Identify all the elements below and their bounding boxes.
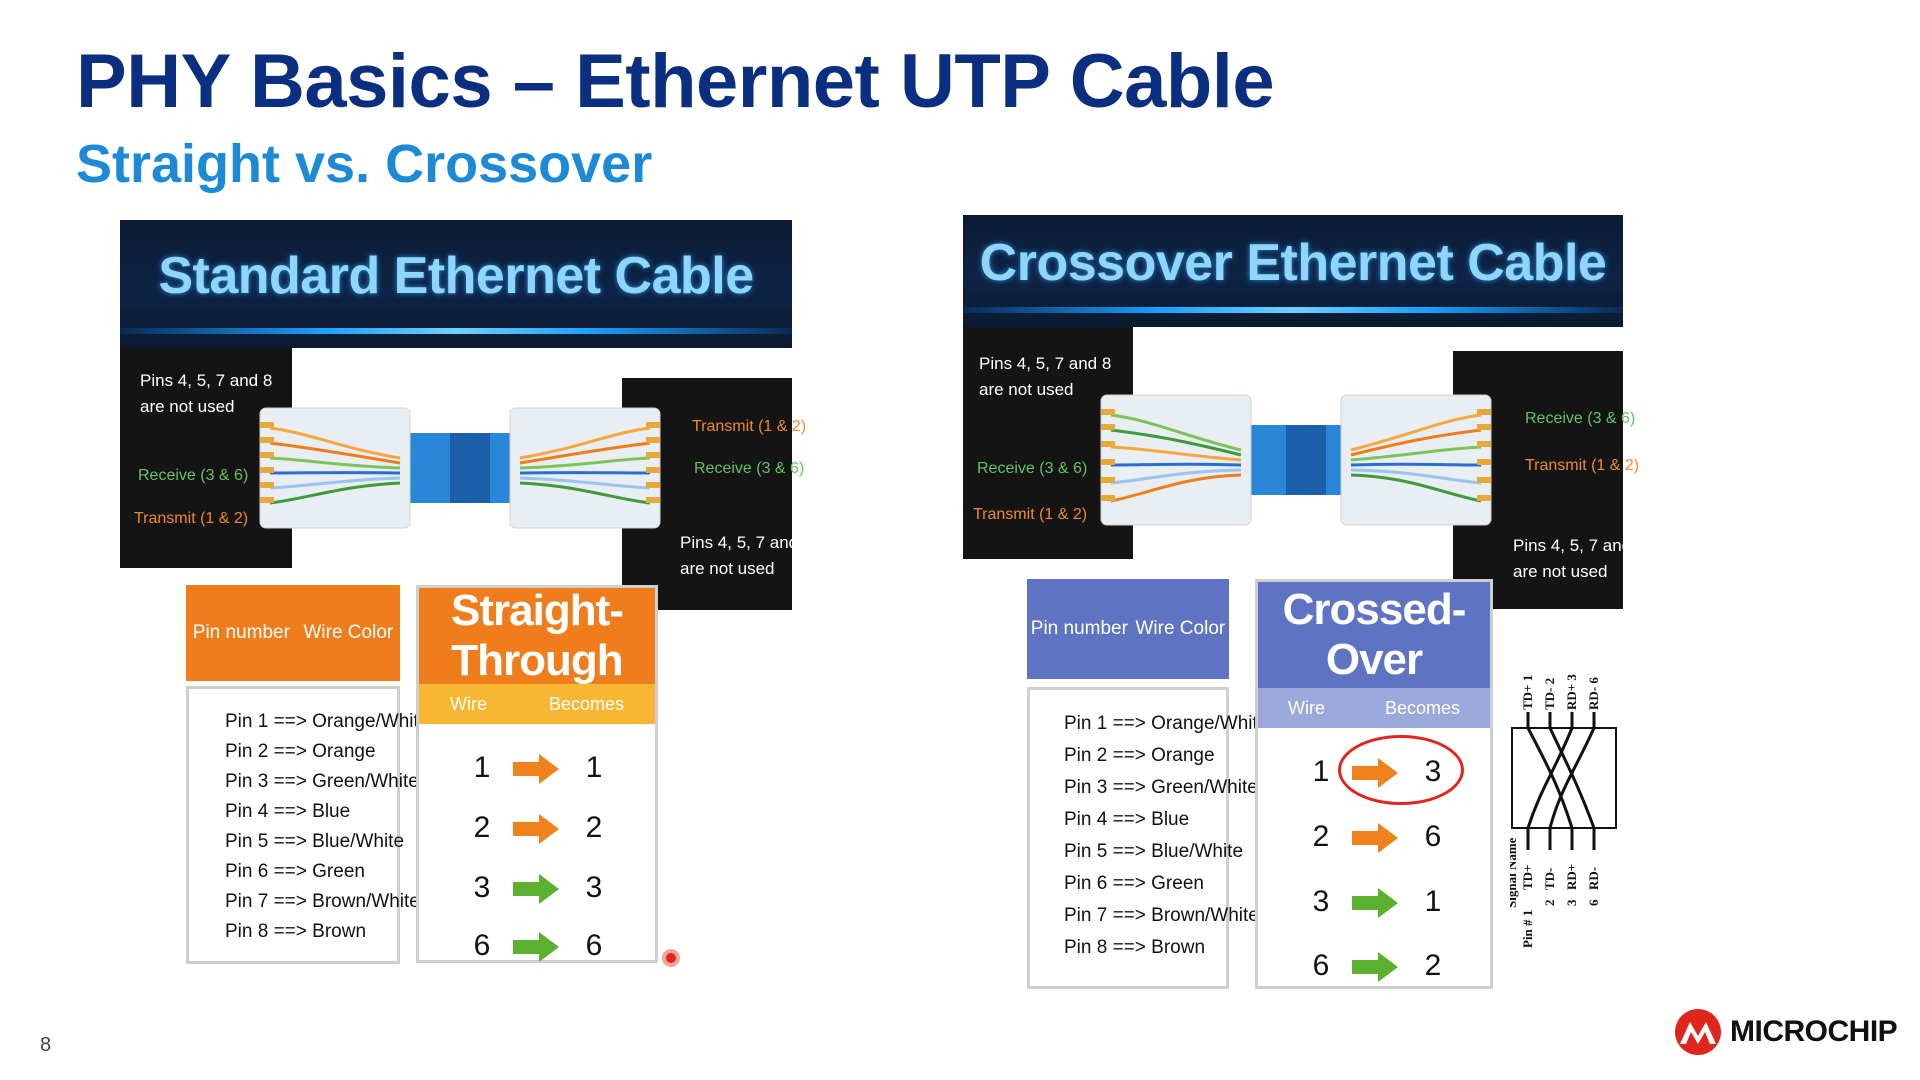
highlight-ring — [1338, 735, 1464, 805]
signal-top-label: RD+ 3 — [1564, 674, 1579, 710]
crossover-left-receive: Receive (3 & 6) — [977, 460, 1088, 477]
pin-item: Pin 2 ==> Orange — [1064, 745, 1215, 766]
straight-pin-table-header: Pin number Wire Color — [186, 585, 400, 681]
crossover-map-title: Crossed-Over — [1258, 582, 1490, 688]
straight-right-receive: Receive (3 & 6) — [694, 460, 805, 477]
orange-arrow-icon — [1352, 823, 1398, 853]
crossover-pin-list: Pin 1 ==> Orange/White Pin 2 ==> Orange … — [1027, 687, 1269, 989]
wire-color-header: Wire Color — [1135, 618, 1226, 639]
pin-number-bottom: 6 — [1586, 899, 1601, 906]
straight-pin-list: Pin 1 ==> Orange/White Pin 2 ==> Orange … — [186, 686, 430, 964]
pin-item: Pin 5 ==> Blue/White — [225, 831, 405, 852]
green-arrow-icon — [513, 874, 559, 904]
pin-item: Pin 8 ==> Brown — [1064, 937, 1206, 958]
microchip-logo: MICROCHIP — [1672, 1008, 1898, 1056]
crossover-map-box: Crossed-Over Wire Becomes 1 3 2 6 3 1 6 … — [1255, 579, 1493, 989]
green-arrow-icon — [1352, 952, 1398, 982]
pin-item: Pin 4 ==> Blue — [1064, 809, 1190, 830]
wire-label: Wire — [1287, 697, 1325, 718]
pin-number-header: Pin number — [192, 622, 290, 643]
green-arrow-icon — [1352, 888, 1398, 918]
straight-banner: Standard Ethernet Cable — [120, 220, 792, 348]
straight-map-subheader: Wire Becomes — [419, 684, 655, 724]
pin-item: Pin 7 ==> Brown/White — [225, 891, 420, 912]
crossover-cable-panel: Crossover Ethernet Cable Pins 4, 5, 7 an… — [963, 215, 1645, 995]
straight-cable-panel: Standard Ethernet Cable Pins 4, 5, 7 and… — [120, 220, 812, 970]
crossover-banner-title: Crossover Ethernet Cable — [979, 234, 1607, 292]
straight-left-transmit: Transmit (1 & 2) — [134, 510, 249, 527]
pin-item: Pin 7 ==> Brown/White — [1064, 905, 1259, 926]
pin-item: Pin 1 ==> Orange/White — [225, 711, 430, 732]
wire-color-header: Wire Color — [303, 622, 394, 643]
straight-left-receive: Receive (3 & 6) — [138, 467, 249, 484]
slide-subtitle: Straight vs. Crossover — [76, 134, 653, 194]
becomes-label: Becomes — [1384, 697, 1460, 718]
becomes-label: Becomes — [548, 693, 624, 714]
pin-item: Pin 5 ==> Blue/White — [1064, 841, 1244, 862]
straight-map-title: Straight-Through — [419, 586, 655, 685]
straight-banner-title: Standard Ethernet Cable — [158, 247, 754, 305]
logo-text: MICROCHIP — [1730, 1015, 1898, 1048]
pin-item: Pin 2 ==> Orange — [225, 741, 376, 762]
orange-arrow-icon — [513, 814, 559, 844]
microchip-logo-icon — [1675, 1009, 1721, 1055]
pin-item: Pin 8 ==> Brown — [225, 921, 367, 942]
straight-right-transmit: Transmit (1 & 2) — [692, 418, 807, 435]
pin-item: Pin 3 ==> Green/White — [225, 771, 419, 792]
signal-top-label: TD- 2 — [1542, 678, 1557, 710]
pin-number-header: Pin number — [1030, 618, 1128, 639]
signal-bottom-label: TD- — [1542, 868, 1557, 890]
crossover-banner: Crossover Ethernet Cable — [963, 215, 1623, 327]
pin-item: Pin 1 ==> Orange/White — [1064, 713, 1269, 734]
green-arrow-icon — [513, 932, 559, 962]
pin-item: Pin 4 ==> Blue — [225, 801, 351, 822]
signal-bottom-label: RD+ — [1564, 864, 1579, 890]
crossover-pinout-diagram: TD+ 1 TD- 2 RD+ 3 RD- 6 Signal Name Pin … — [1510, 674, 1617, 948]
wire-label: Wire — [449, 693, 487, 714]
signal-top-label: TD+ 1 — [1520, 675, 1535, 710]
pin-item: Pin 3 ==> Green/White — [1064, 777, 1258, 798]
laser-pointer-dot — [662, 949, 680, 967]
pin-item: Pin 6 ==> Green — [225, 861, 365, 882]
straight-map-box: Straight-Through Wire Becomes 1 1 2 2 3 … — [416, 585, 658, 963]
crossover-right-receive: Receive (3 & 6) — [1525, 410, 1636, 427]
crossover-cable-illustration — [1100, 394, 1492, 526]
crossover-map-subheader: Wire Becomes — [1258, 688, 1490, 728]
straight-cable-illustration — [259, 407, 661, 529]
slide-title: PHY Basics – Ethernet UTP Cable — [76, 39, 1275, 124]
crossover-right-transmit: Transmit (1 & 2) — [1525, 457, 1640, 474]
signal-bottom-label: TD+ — [1520, 865, 1535, 890]
pin-number-bottom: 2 — [1542, 900, 1557, 907]
orange-arrow-icon — [513, 754, 559, 784]
pin-item: Pin 6 ==> Green — [1064, 873, 1204, 894]
pin-number-bottom: Pin # 1 — [1520, 910, 1535, 948]
pin-number-bottom: 3 — [1564, 899, 1579, 906]
page-number: 8 — [40, 1034, 52, 1056]
signal-bottom-label: RD- — [1586, 867, 1601, 890]
crossover-left-transmit: Transmit (1 & 2) — [973, 506, 1088, 523]
signal-top-label: RD- 6 — [1586, 677, 1601, 710]
signal-name-label: Signal Name — [1510, 837, 1519, 908]
crossover-pin-table-header: Pin number Wire Color — [1027, 579, 1229, 679]
